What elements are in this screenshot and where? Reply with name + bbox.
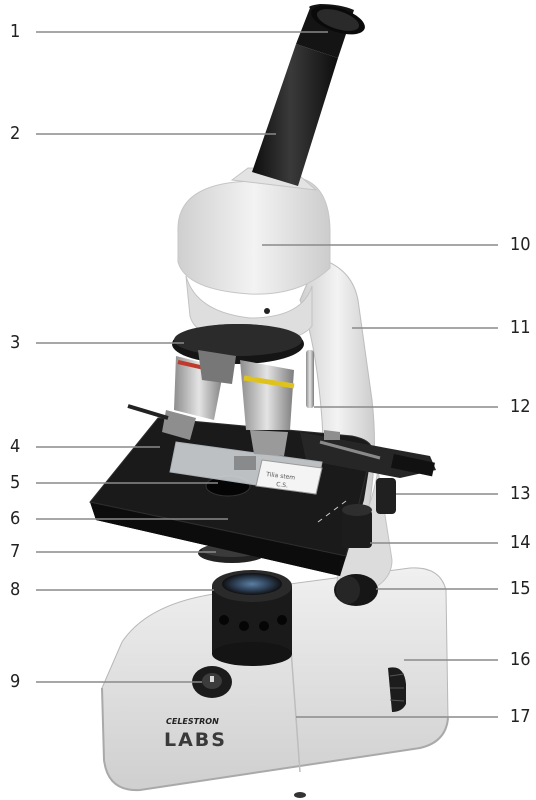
label-11: 11 [510, 318, 531, 338]
stage-control-knob-icon [376, 478, 396, 514]
label-3: 3 [10, 333, 20, 353]
label-8: 8 [10, 580, 20, 600]
slide-label-line2: C.S. [276, 481, 289, 489]
eyepiece-tube [252, 0, 368, 186]
label-5: 5 [10, 473, 20, 493]
head [178, 168, 330, 344]
revolving-nosepiece [172, 324, 304, 364]
label-6: 6 [10, 509, 20, 529]
illuminator [212, 570, 292, 666]
label-12: 12 [510, 397, 531, 417]
focus-knob-coarse-icon [342, 504, 372, 548]
label-7: 7 [10, 542, 20, 562]
brand-name-bottom: LABS [164, 729, 227, 751]
brand-logo: CELESTRON LABS [164, 717, 227, 751]
label-13: 13 [510, 484, 531, 504]
label-17: 17 [510, 707, 531, 727]
brand-name-top: CELESTRON [166, 717, 219, 726]
label-4: 4 [10, 437, 20, 457]
rack-stop-pin [306, 350, 314, 408]
label-1: 1 [10, 22, 20, 42]
label-15: 15 [510, 579, 531, 599]
label-9: 9 [10, 672, 20, 692]
objective-back [198, 350, 236, 384]
label-16: 16 [510, 650, 531, 670]
label-2: 2 [10, 124, 20, 144]
lever [128, 406, 168, 418]
label-14: 14 [510, 533, 531, 553]
label-10: 10 [510, 235, 531, 255]
focus-knob-fine-icon [334, 574, 378, 606]
